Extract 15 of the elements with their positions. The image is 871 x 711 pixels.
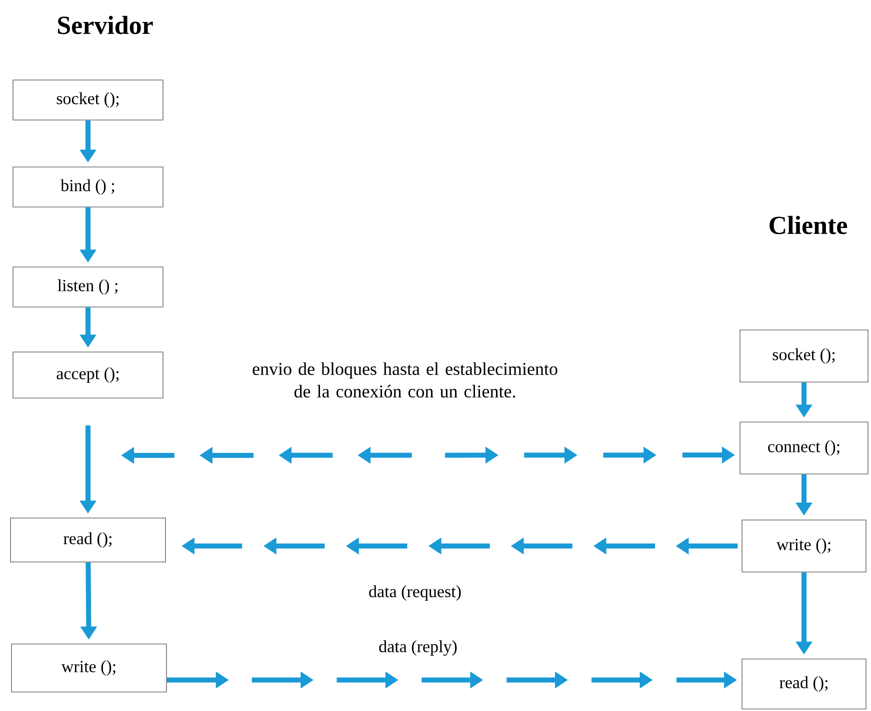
process-box: read (); xyxy=(742,658,866,710)
process-box: bind () ; xyxy=(12,166,164,208)
process-box: read (); xyxy=(10,518,166,562)
heading: Cliente xyxy=(770,216,848,234)
process-box: listen () ; xyxy=(12,266,164,308)
process-box: socket (); xyxy=(740,330,868,382)
heading: Servidor xyxy=(58,16,153,34)
process-box: write (); xyxy=(742,520,866,572)
process-box: write (); xyxy=(11,644,167,692)
edge-label: data (reply) xyxy=(377,638,459,658)
process-box: connect (); xyxy=(740,422,868,474)
process-box: socket (); xyxy=(12,80,164,120)
process-box: accept (); xyxy=(12,352,164,398)
edge-label: data (request) xyxy=(367,584,463,602)
note-text: envio de bloques hasta el establecimiento de la conexión con un cliente. xyxy=(252,362,558,398)
